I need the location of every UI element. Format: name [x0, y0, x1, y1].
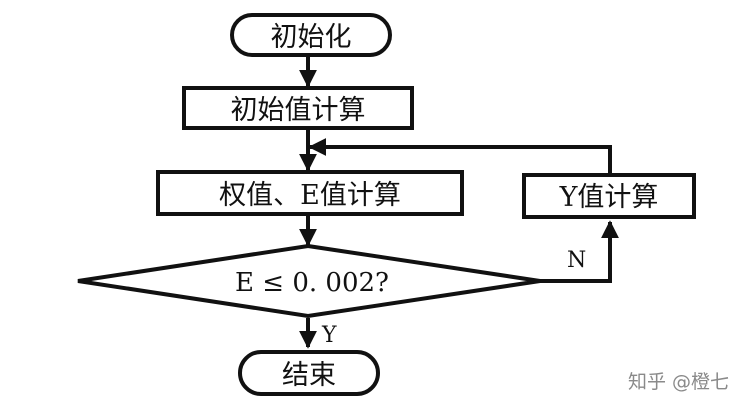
- y-calc-box: [522, 173, 696, 219]
- watermark-text: 知乎 @橙七: [628, 371, 729, 393]
- condition-label: E ≤ 0. 002?: [235, 268, 389, 298]
- branch-no-label: N: [567, 248, 586, 273]
- connector-y-calc-loop-back: [308, 138, 612, 175]
- start-terminator: [230, 13, 392, 57]
- weight-calc-label: 权值、E值计算: [219, 180, 401, 211]
- y-calc-label: Y值计算: [559, 182, 659, 213]
- branch-yes-label: Y: [321, 323, 337, 348]
- init-calc-box: [182, 86, 414, 130]
- connector-condition-to-y-calc: [540, 220, 619, 283]
- weight-calc-box: [156, 170, 464, 216]
- end-label: 结束: [282, 360, 336, 391]
- init-calc-label: 初始值计算: [231, 95, 366, 126]
- condition-diamond: [77, 243, 541, 319]
- end-terminator: [238, 350, 380, 396]
- start-label: 初始化: [271, 22, 352, 53]
